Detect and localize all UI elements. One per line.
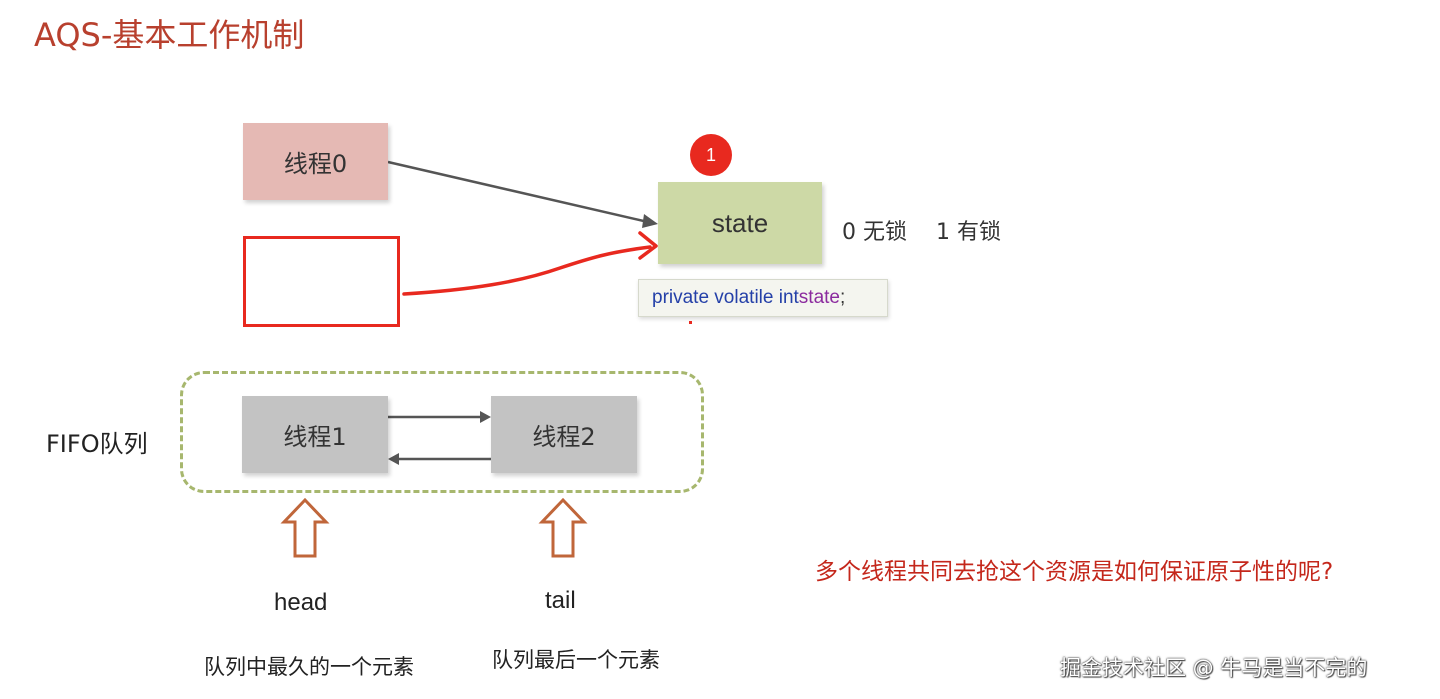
fifo-queue-container bbox=[180, 371, 704, 493]
unlocked-label: 0 无锁 bbox=[842, 220, 907, 245]
code-variable: state bbox=[798, 287, 840, 308]
thread0-arrowhead bbox=[642, 214, 658, 228]
thread2-to-thread1-arrowhead bbox=[388, 453, 399, 465]
head-label: head bbox=[274, 589, 328, 616]
thread1-to-thread2-arrowhead bbox=[480, 411, 491, 423]
state-code-tooltip: private volatile int state; bbox=[638, 279, 888, 317]
tail-label: tail bbox=[545, 587, 576, 614]
state-box: state bbox=[658, 182, 822, 264]
slide-title: AQS-基本工作机制 bbox=[34, 16, 305, 54]
thread0-to-state-arrow bbox=[387, 160, 649, 224]
step-badge: 1 bbox=[690, 134, 732, 176]
tail-description: 队列最后一个元素 bbox=[492, 648, 660, 672]
code-keywords: private volatile int bbox=[652, 287, 799, 308]
thread0-box: 线程0 bbox=[243, 123, 388, 200]
locked-label: 1 有锁 bbox=[936, 220, 1001, 245]
red-hand-arrow bbox=[402, 245, 652, 296]
red-dot bbox=[689, 321, 692, 324]
red-hand-arrowhead bbox=[638, 231, 658, 260]
fifo-queue-label: FIFO队列 bbox=[46, 430, 148, 458]
thread2-box: 线程2 bbox=[491, 396, 637, 473]
thread1-box: 线程1 bbox=[242, 396, 388, 473]
atomicity-question: 多个线程共同去抢这个资源是如何保证原子性的呢? bbox=[815, 559, 1334, 585]
head-up-arrow-icon bbox=[280, 497, 330, 558]
new-thread-box bbox=[243, 236, 400, 327]
tail-up-arrow-icon bbox=[538, 497, 588, 558]
watermark: 掘金技术社区 @ 牛马是当不完的 bbox=[1060, 656, 1368, 680]
code-semicolon: ; bbox=[840, 287, 846, 308]
head-description: 队列中最久的一个元素 bbox=[204, 655, 414, 679]
